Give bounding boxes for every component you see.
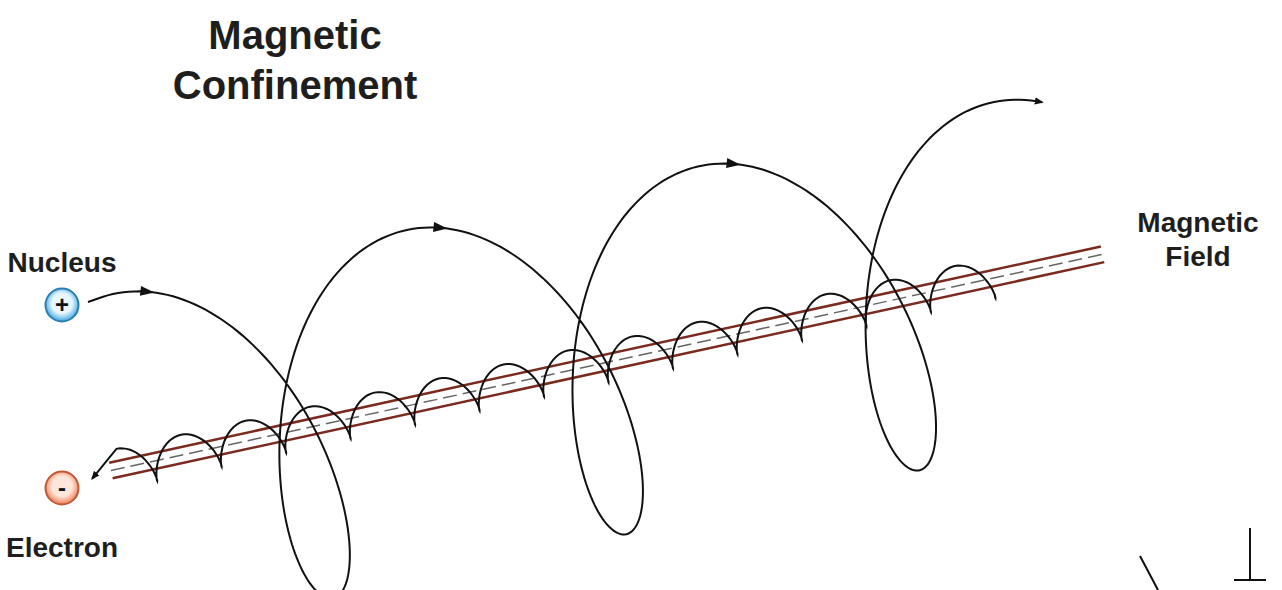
diagram-title: Magnetic Confinement: [150, 10, 440, 110]
nucleus-path: [88, 100, 1042, 590]
particle-label: Nucleus: [8, 247, 117, 279]
electron-particle: -Electron: [44, 470, 80, 506]
charge-sign: +: [44, 287, 80, 323]
direction-arrow: [726, 158, 741, 170]
electron-path: [92, 266, 995, 481]
corner-fragment: [1140, 528, 1266, 590]
nucleus-helix: [88, 100, 1042, 590]
direction-arrow: [433, 222, 448, 234]
charge-sign: -: [44, 470, 80, 506]
particle-label: Electron: [6, 532, 118, 564]
field-label: Magnetic Field: [1118, 206, 1278, 274]
electron-helix: [92, 266, 995, 481]
nucleus-particle: Nucleus+: [44, 287, 80, 323]
field-line: [109, 247, 1101, 463]
direction-arrow: [140, 286, 155, 298]
